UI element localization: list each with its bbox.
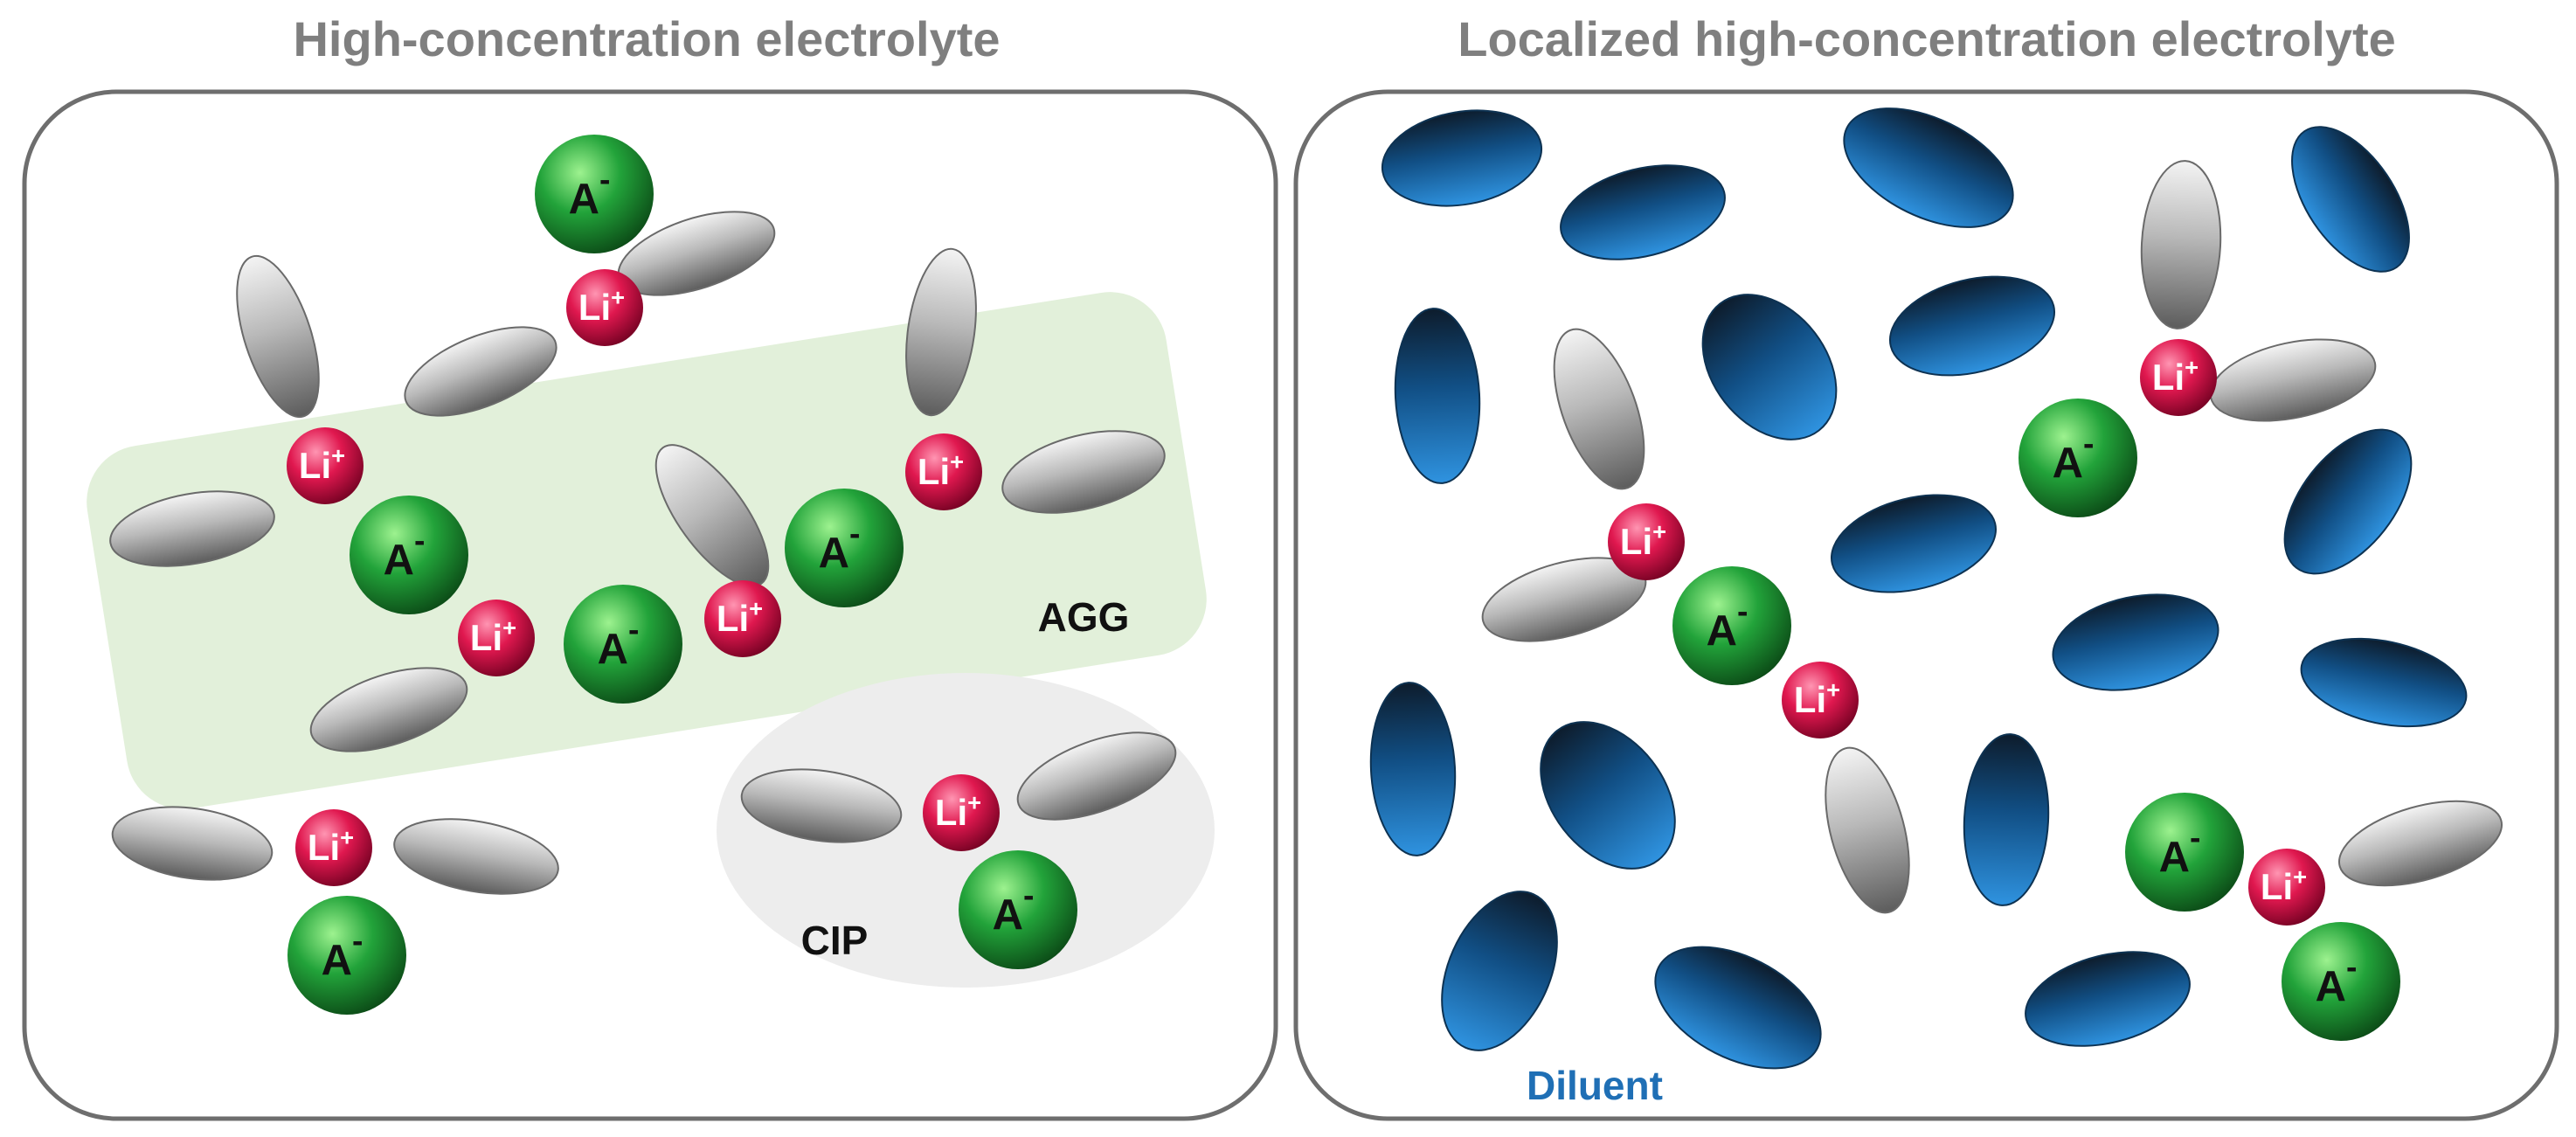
diluent-molecule [1963,733,2050,906]
cip-label: CIP [801,918,869,963]
diluent-label: Diluent [1527,1063,1663,1108]
diluent-molecule [1394,308,1481,484]
diluent-molecule [1381,109,1543,207]
diluent-molecule [1843,107,2014,228]
solvent-molecule [393,818,559,895]
left-panel-title: High-concentration electrolyte [293,11,1001,66]
right-panel-frame [1293,89,2559,1121]
solvent-molecule [109,490,275,567]
diluent-molecule [1560,164,1726,260]
anion: A- [287,896,406,1015]
diluent-molecule [2052,593,2219,691]
lithium-ion: Li+ [2140,339,2217,416]
solvent-molecule [309,667,468,752]
diluent-molecule [2291,126,2410,273]
lithium-ion: Li+ [295,809,372,886]
anion: A- [350,496,468,614]
diluent-molecule [1369,682,1457,856]
diluent-molecule [2025,951,2191,1047]
lithium-ion: Li+ [1608,503,1685,580]
lithium-ion: Li+ [704,580,781,657]
solvent-molecule [1825,746,1910,914]
solvent-molecule [2209,338,2377,422]
solvent-molecule [1016,731,1177,821]
diluent-molecule [1654,946,1822,1070]
anion: A- [959,850,1077,969]
left-panel-frame [22,89,1278,1121]
solvent-molecule [1001,430,1166,514]
anion: A- [564,585,682,704]
solvent-molecule [2337,800,2503,887]
lithium-ion: Li+ [566,269,643,346]
right-panel-title: Localized high-concentration electrolyte [1458,11,2396,66]
solvent-molecule [1553,328,1645,490]
anion: A- [2125,793,2244,912]
lithium-ion: Li+ [905,433,982,510]
anion: A- [535,135,654,253]
lithium-ion: Li+ [287,427,364,504]
solvent-molecule [905,247,977,417]
solvent-molecule [2140,160,2222,329]
lithium-label: Li+ [935,788,981,833]
solvent-molecule [740,768,903,843]
solvent-molecule [236,254,320,419]
lithium-ion: Li+ [923,774,1000,851]
agg-label: AGG [1038,594,1130,640]
diluent-molecule [1701,294,1838,440]
solvent-molecule [404,326,557,417]
lithium-ion: Li+ [1782,662,1859,738]
anion: A- [2282,922,2400,1041]
diluent-molecule [1540,721,1676,870]
diluent-molecule [1831,494,1997,593]
lithium-label: Li+ [1620,517,1666,562]
lithium-ion: Li+ [458,600,535,676]
diluent-molecule [2300,637,2468,728]
solvent-molecule [654,444,770,587]
solvent-molecule [111,806,274,881]
anion: A- [2019,399,2137,517]
diluent-molecule [2283,428,2413,575]
lithium-ion: Li+ [2248,849,2325,926]
diluent-molecule [1441,891,1558,1051]
anion: A- [1672,566,1791,685]
anion: A- [785,489,904,607]
diluent-molecule [1888,275,2056,377]
